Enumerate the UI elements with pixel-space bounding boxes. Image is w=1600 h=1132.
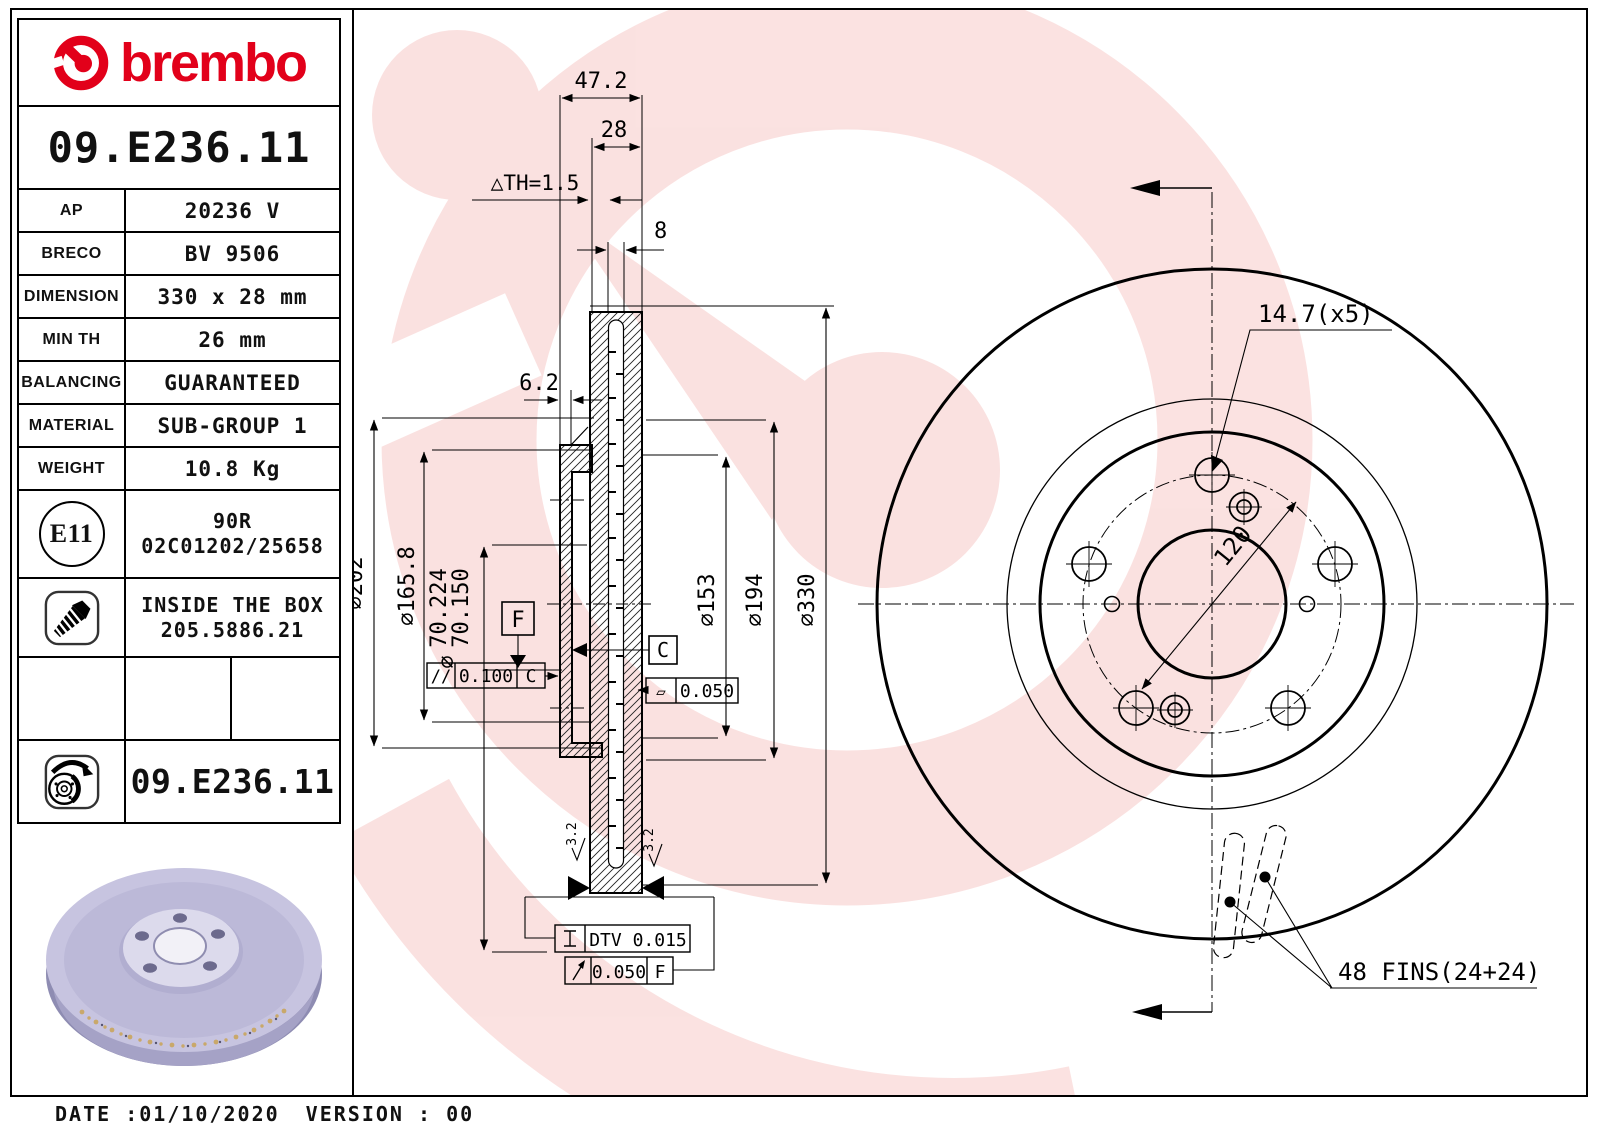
screw-icon — [44, 590, 99, 645]
spec-label: WEIGHT — [19, 448, 126, 489]
parallelism-datum: C — [526, 666, 537, 687]
dim-wear-limit: △TH=1.5 — [491, 171, 580, 195]
dia-330: ∅330 — [795, 574, 820, 627]
version-text: VERSION : 00 — [305, 1102, 475, 1126]
dia-202: ∅202 — [354, 557, 368, 610]
brand-header: brembo — [19, 20, 339, 105]
date-text: DATE :01/10/2020 — [55, 1102, 280, 1126]
homologation-row: E11 90R 02C01202/25658 — [19, 489, 339, 577]
dim-plate: 8 — [654, 219, 667, 244]
dia-194: ∅194 — [743, 574, 768, 627]
parallelism-value: 0.100 — [459, 666, 513, 687]
table-row: AP 20236 V — [19, 188, 339, 231]
flatness-value: 0.050 — [680, 681, 734, 702]
spec-label: MATERIAL — [19, 405, 126, 446]
bolt-hole-callout: 14.7(x5) — [1258, 300, 1374, 328]
vent-fins — [1212, 824, 1287, 959]
runout-value: 0.050 — [592, 962, 646, 983]
dia-153: ∅153 — [695, 574, 720, 627]
inside-box-line2: 205.5886.21 — [160, 617, 305, 642]
spec-table: brembo 09.E236.11 AP 20236 V BRECO BV 9506… — [17, 18, 341, 824]
homologation-line2: 02C01202/25658 — [141, 534, 324, 558]
spec-value: GUARANTEED — [164, 370, 301, 395]
inside-box-row: INSIDE THE BOX 205.5886.21 — [19, 577, 339, 656]
dia-70-symbol: ∅ — [435, 655, 460, 668]
datum-f-label: F — [511, 608, 524, 633]
dia-70-lower: 70.150 — [449, 568, 474, 647]
e11-badge: E11 — [38, 501, 105, 567]
dia-165: ∅165.8 — [395, 546, 420, 625]
dtv-symbol — [564, 930, 576, 947]
spec-label: AP — [19, 190, 126, 231]
sheet-border — [10, 8, 1588, 1097]
spec-value: 10.8 Kg — [184, 456, 281, 481]
parallelism-symbol: // — [431, 667, 451, 687]
spec-label: BALANCING — [19, 362, 126, 403]
inside-box-line1: INSIDE THE BOX — [141, 592, 324, 617]
spec-label: DIMENSION — [19, 276, 126, 317]
table-row: WEIGHT 10.8 Kg — [19, 446, 339, 489]
dim-band-thickness: 28 — [601, 118, 628, 143]
flatness-symbol: ▱ — [656, 682, 666, 701]
footer-part-row: 09.E236.11 — [19, 739, 339, 822]
spec-label: BRECO — [19, 233, 126, 274]
left-column — [10, 8, 354, 1097]
homologation-line1: 90R — [212, 509, 253, 533]
section-vane-ticks — [608, 351, 624, 849]
runout-datum: F — [655, 962, 666, 983]
spec-value: 26 mm — [198, 327, 267, 352]
table-row: DIMENSION 330 x 28 mm — [19, 274, 339, 317]
brand-wordmark: brembo — [119, 32, 308, 93]
brembo-watermark — [354, 8, 1313, 1097]
table-row: MIN TH 26 mm — [19, 317, 339, 360]
table-row: MATERIAL SUB-GROUP 1 — [19, 403, 339, 446]
empty-row — [19, 656, 339, 739]
rotation-arrow-bottom — [1132, 1004, 1212, 1020]
spec-value: 330 x 28 mm — [157, 284, 308, 309]
fins-callout: 48 FINS(24+24) — [1338, 958, 1540, 986]
table-row: BRECO BV 9506 — [19, 231, 339, 274]
dim-flange: 6.2 — [519, 371, 559, 396]
spec-value: 20236 V — [184, 198, 281, 223]
footer-part-number: 09.E236.11 — [130, 762, 335, 801]
technical-drawing: 47.2 28 △TH=1.5 8 6.2 ∅202 ∅165.8 ∅ 70.2… — [354, 8, 1574, 1097]
spec-label: MIN TH — [19, 319, 126, 360]
part-number-cell: 09.E236.11 — [19, 105, 339, 188]
table-row: BALANCING GUARANTEED — [19, 360, 339, 403]
dia-70-upper: 70.224 — [427, 568, 452, 647]
spec-value: SUB-GROUP 1 — [157, 413, 308, 438]
disc-product-image — [46, 868, 322, 1066]
dtv-value: DTV 0.015 — [589, 930, 687, 951]
section-view: 47.2 28 △TH=1.5 8 6.2 ∅202 ∅165.8 ∅ 70.2… — [354, 69, 834, 985]
roughness-right: 3.2 — [642, 828, 657, 851]
dim-overall-width: 47.2 — [575, 69, 628, 94]
brembo-logo-icon — [51, 35, 109, 90]
part-number: 09.E236.11 — [47, 123, 311, 172]
rotation-arrow-top — [1130, 180, 1212, 196]
disc-arrow-icon — [44, 754, 99, 809]
spec-value: BV 9506 — [184, 241, 281, 266]
datum-c-label: C — [657, 638, 669, 662]
section-hat — [559, 444, 603, 758]
roughness-left: 3.2 — [565, 822, 580, 845]
date-bar: DATE :01/10/2020 VERSION : 00 — [55, 1102, 474, 1126]
